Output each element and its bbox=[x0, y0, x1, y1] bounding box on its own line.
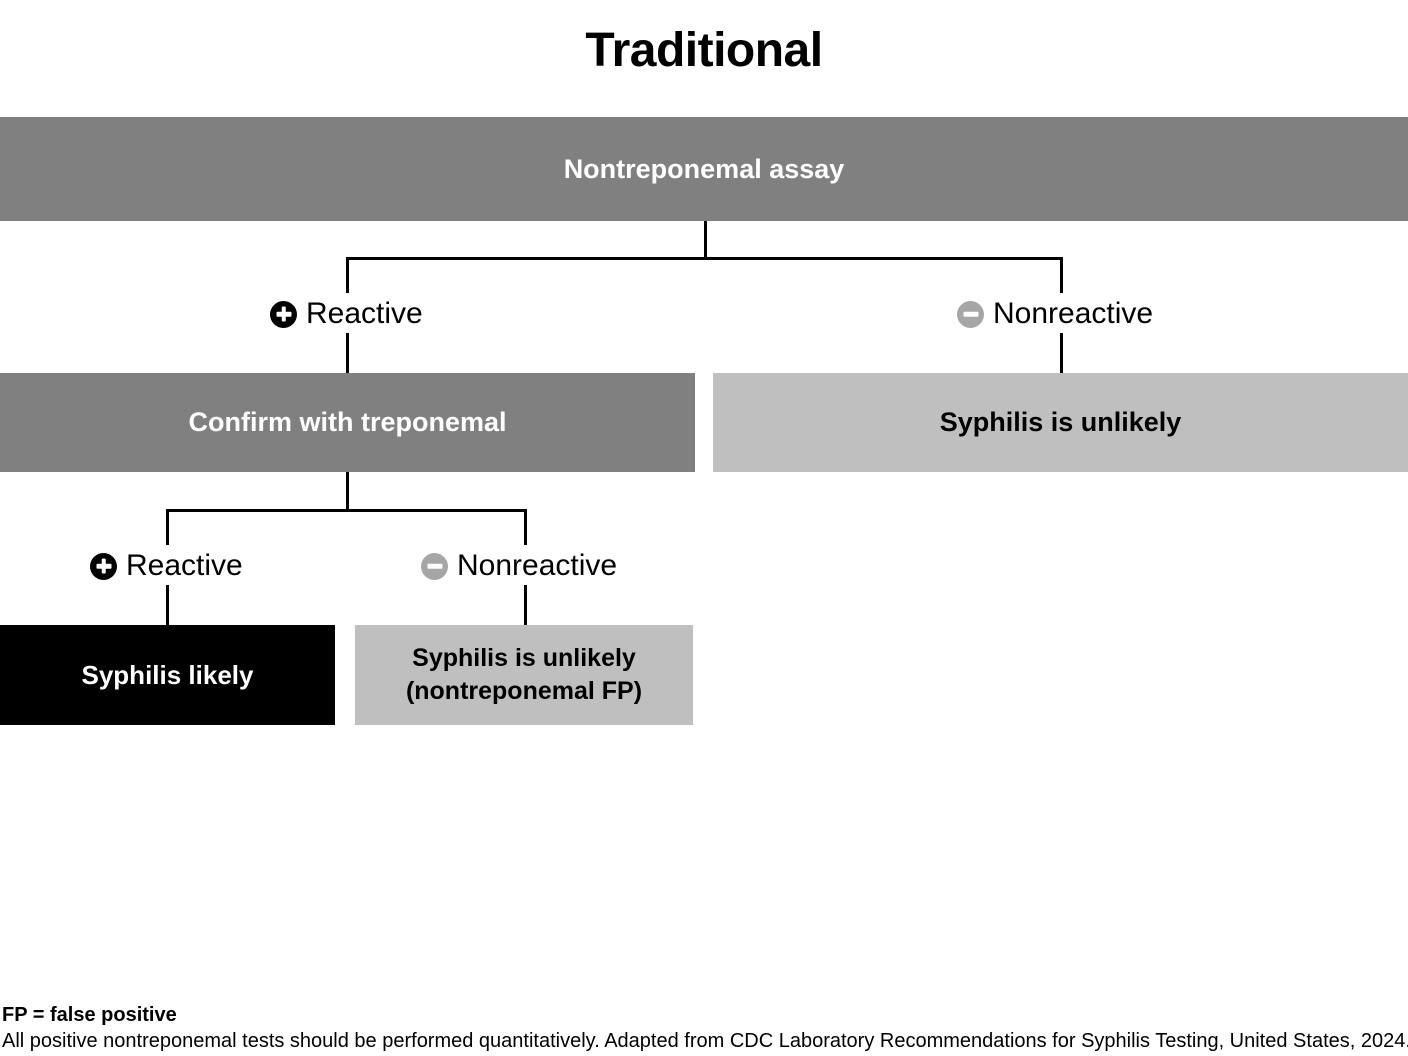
node-label: Nontreponemal assay bbox=[563, 153, 845, 184]
node-label-line2: (nontreponemal FP) bbox=[405, 677, 643, 705]
connector-confirm-stem bbox=[346, 472, 349, 512]
connector-level1-left-to-node bbox=[346, 333, 349, 375]
connector-level2-left-drop bbox=[166, 509, 169, 545]
connector-level1-right-to-node bbox=[1060, 333, 1063, 375]
connector-root-stem bbox=[704, 221, 707, 259]
minus-circle-icon bbox=[421, 552, 448, 580]
node-syphilis-unlikely-false-positive: Syphilis is unlikely (nontreponemal FP) bbox=[355, 625, 693, 725]
connector-level2-right-to-node bbox=[524, 585, 527, 627]
footnote-abbreviation: FP = false positive bbox=[2, 1004, 177, 1026]
node-label: Syphilis is unlikely bbox=[939, 407, 1182, 437]
branch-label-level2-reactive: Reactive bbox=[90, 549, 243, 583]
branch-label-text: Reactive bbox=[306, 297, 423, 330]
node-label: Syphilis is unlikely (nontreponemal FP) bbox=[406, 642, 642, 708]
node-syphilis-is-unlikely: Syphilis is unlikely bbox=[713, 373, 1408, 472]
minus-circle-icon bbox=[957, 300, 984, 328]
node-label: Syphilis likely bbox=[81, 659, 254, 690]
footnotes: FP = false positive All positive nontrep… bbox=[0, 1002, 1408, 1054]
footnote-source: All positive nontreponemal tests should … bbox=[2, 1030, 1408, 1052]
branch-label-text: Nonreactive bbox=[993, 297, 1154, 330]
connector-level2-right-drop bbox=[524, 509, 527, 545]
connector-level2-bar bbox=[166, 509, 527, 512]
node-syphilis-likely: Syphilis likely bbox=[0, 625, 335, 725]
branch-label-level1-reactive: Reactive bbox=[270, 297, 423, 331]
connector-level1-left-drop bbox=[346, 257, 349, 293]
connector-level2-left-to-node bbox=[166, 585, 169, 627]
branch-label-level2-nonreactive: Nonreactive bbox=[421, 549, 617, 583]
connector-level1-right-drop bbox=[1060, 257, 1063, 293]
branch-label-text: Nonreactive bbox=[457, 549, 618, 582]
node-label-line1: Syphilis is unlikely bbox=[412, 644, 636, 672]
branch-label-level1-nonreactive: Nonreactive bbox=[957, 297, 1153, 331]
connector-level1-bar bbox=[346, 257, 1063, 260]
node-confirm-with-treponemal: Confirm with treponemal bbox=[0, 373, 695, 472]
page-title: Traditional bbox=[585, 24, 823, 77]
plus-circle-icon bbox=[270, 300, 297, 328]
plus-circle-icon bbox=[90, 552, 117, 580]
branch-label-text: Reactive bbox=[126, 549, 243, 582]
node-label: Confirm with treponemal bbox=[188, 407, 507, 437]
node-nontreponemal-assay: Nontreponemal assay bbox=[0, 117, 1408, 221]
